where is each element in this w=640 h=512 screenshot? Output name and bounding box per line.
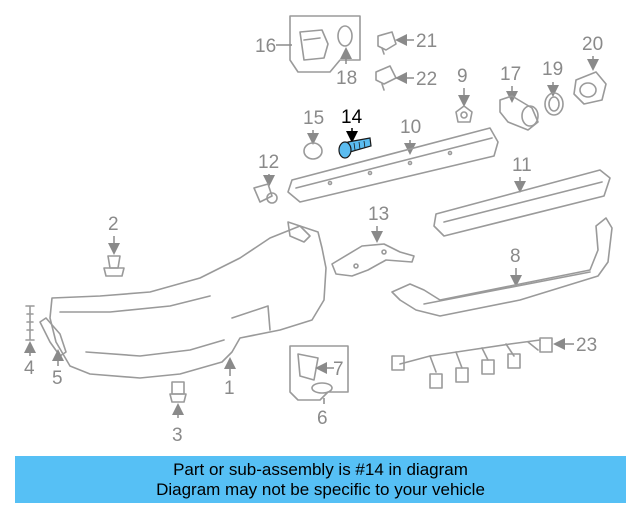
callout-14: 14: [341, 107, 363, 128]
parts-diagram: 16 18 21 22 9 17 19 20 15: [24, 15, 613, 446]
callout-12: 12: [258, 152, 279, 173]
part-15-spacer: [303, 142, 323, 160]
part-17-sensor: [499, 95, 539, 131]
part-5-strip: [39, 317, 67, 357]
callout-6: 6: [317, 408, 328, 429]
callout-16: 16: [255, 36, 276, 57]
callout-7: 7: [333, 359, 344, 380]
part-22-clip: [375, 65, 397, 91]
part-2-clip: [103, 255, 125, 277]
callout-15: 15: [303, 108, 324, 129]
callout-20: 20: [582, 34, 603, 55]
callout-13: 13: [368, 204, 389, 225]
callout-3: 3: [172, 425, 183, 446]
callout-10: 10: [400, 117, 421, 138]
part-13-bracket: [331, 243, 415, 277]
banner-line-1: Part or sub-assembly is #14 in diagram: [173, 459, 468, 479]
part-11-absorber: [433, 169, 611, 237]
part-19-ring: [544, 92, 564, 116]
part-6-cover-box: [289, 345, 349, 401]
callout-8: 8: [510, 246, 521, 267]
part-4-fastener: [25, 305, 35, 341]
callout-2: 2: [108, 214, 119, 235]
callout-19: 19: [542, 59, 563, 80]
banner-line-2: Diagram may not be specific to your vehi…: [156, 479, 485, 499]
part-12-bolt: [253, 183, 278, 204]
callout-18: 18: [336, 68, 357, 89]
callout-9: 9: [457, 66, 468, 87]
part-9-nut: [455, 105, 473, 123]
callout-5: 5: [52, 368, 63, 389]
part-1-bumper-cover: [49, 221, 327, 379]
callout-23: 23: [576, 335, 597, 356]
part-3-bolt: [169, 381, 187, 403]
part-14-screw: [338, 137, 372, 159]
callout-22: 22: [416, 69, 437, 90]
callout-21: 21: [416, 31, 437, 52]
part-10-reinforcement: [287, 127, 499, 203]
callout-1: 1: [224, 378, 235, 399]
part-20-holder: [573, 71, 607, 105]
callout-11: 11: [512, 155, 532, 176]
info-banner: Part or sub-assembly is #14 in diagram D…: [15, 456, 626, 503]
part-16-bracket-box: [289, 15, 361, 73]
part-21-clip: [377, 31, 397, 55]
part-23-harness: [391, 337, 553, 389]
part-8-lower-cover: [391, 217, 613, 317]
callout-4: 4: [24, 358, 35, 379]
callout-17: 17: [500, 64, 521, 85]
